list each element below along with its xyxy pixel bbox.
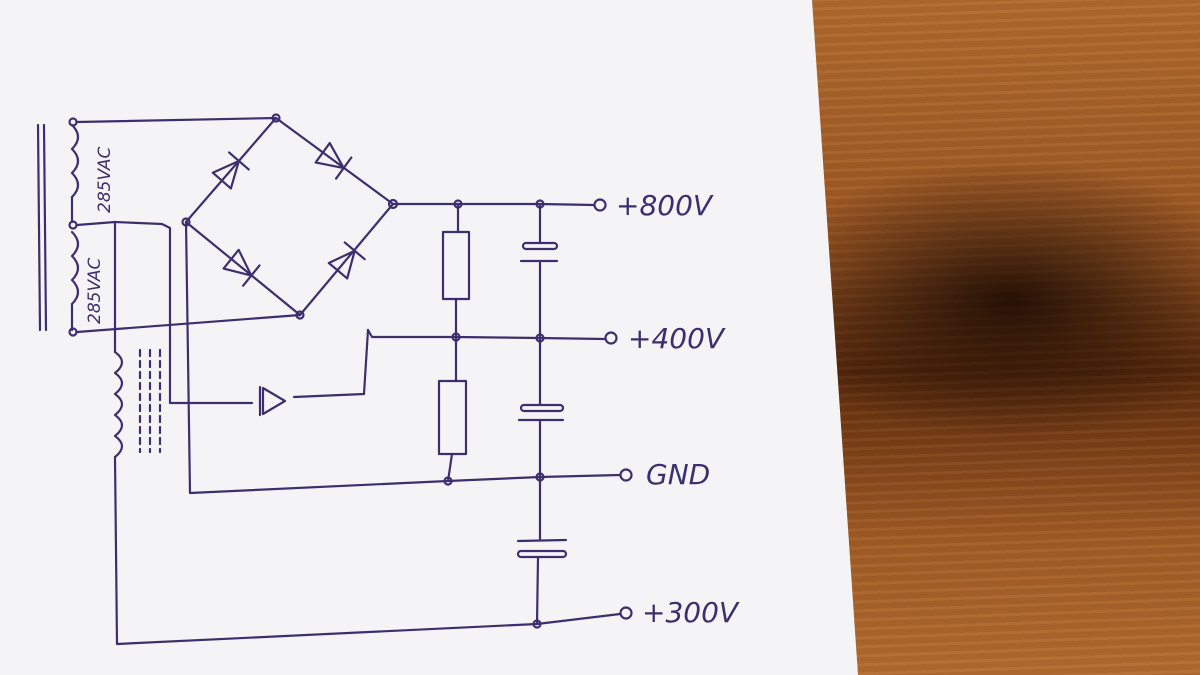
capacitor-lower-plate-a [516,538,568,543]
terminal-gnd [619,468,633,482]
label-gnd: GND [646,458,710,491]
bridge-node-bottom [295,310,305,320]
wire-c3-bottom [535,555,540,626]
wire-bridge-to-ground [184,220,450,495]
diode-top-right [314,141,353,180]
rail-800v [391,202,596,207]
label-400v: +400V [628,322,726,355]
label-300v: +300V [642,596,740,629]
wire-diode-to-400v [292,328,370,399]
capacitor-upper-plate [521,241,559,251]
bridge-rectifier [184,116,395,317]
node-300v-capacitor [532,619,542,629]
label-800v: +800V [616,189,714,222]
terminal-300v [619,606,633,620]
bridge-node-top [271,113,281,123]
diode-top-left [211,151,250,190]
choke-inductor [113,350,124,459]
capacitor-middle-plate [519,403,565,413]
secondary-upper-label: 285VAC [95,146,115,213]
rail-300v [113,455,622,646]
transformer-core [36,123,48,332]
capacitor-lower-plate [516,549,568,559]
diode-bottom-left [222,248,261,287]
diode-bottom-right [327,241,366,280]
wire-ac-top [75,116,278,124]
terminal-400v [604,331,618,345]
secondary-lower-label: 285VAC [85,257,105,324]
wire-center-tap-to-half-diode [113,220,254,405]
terminal-800v [593,198,607,212]
diode-half-wave [258,385,287,417]
choke-core [138,348,162,454]
node-gnd-resistor [443,476,453,486]
transformer-secondary-coils [70,123,80,332]
